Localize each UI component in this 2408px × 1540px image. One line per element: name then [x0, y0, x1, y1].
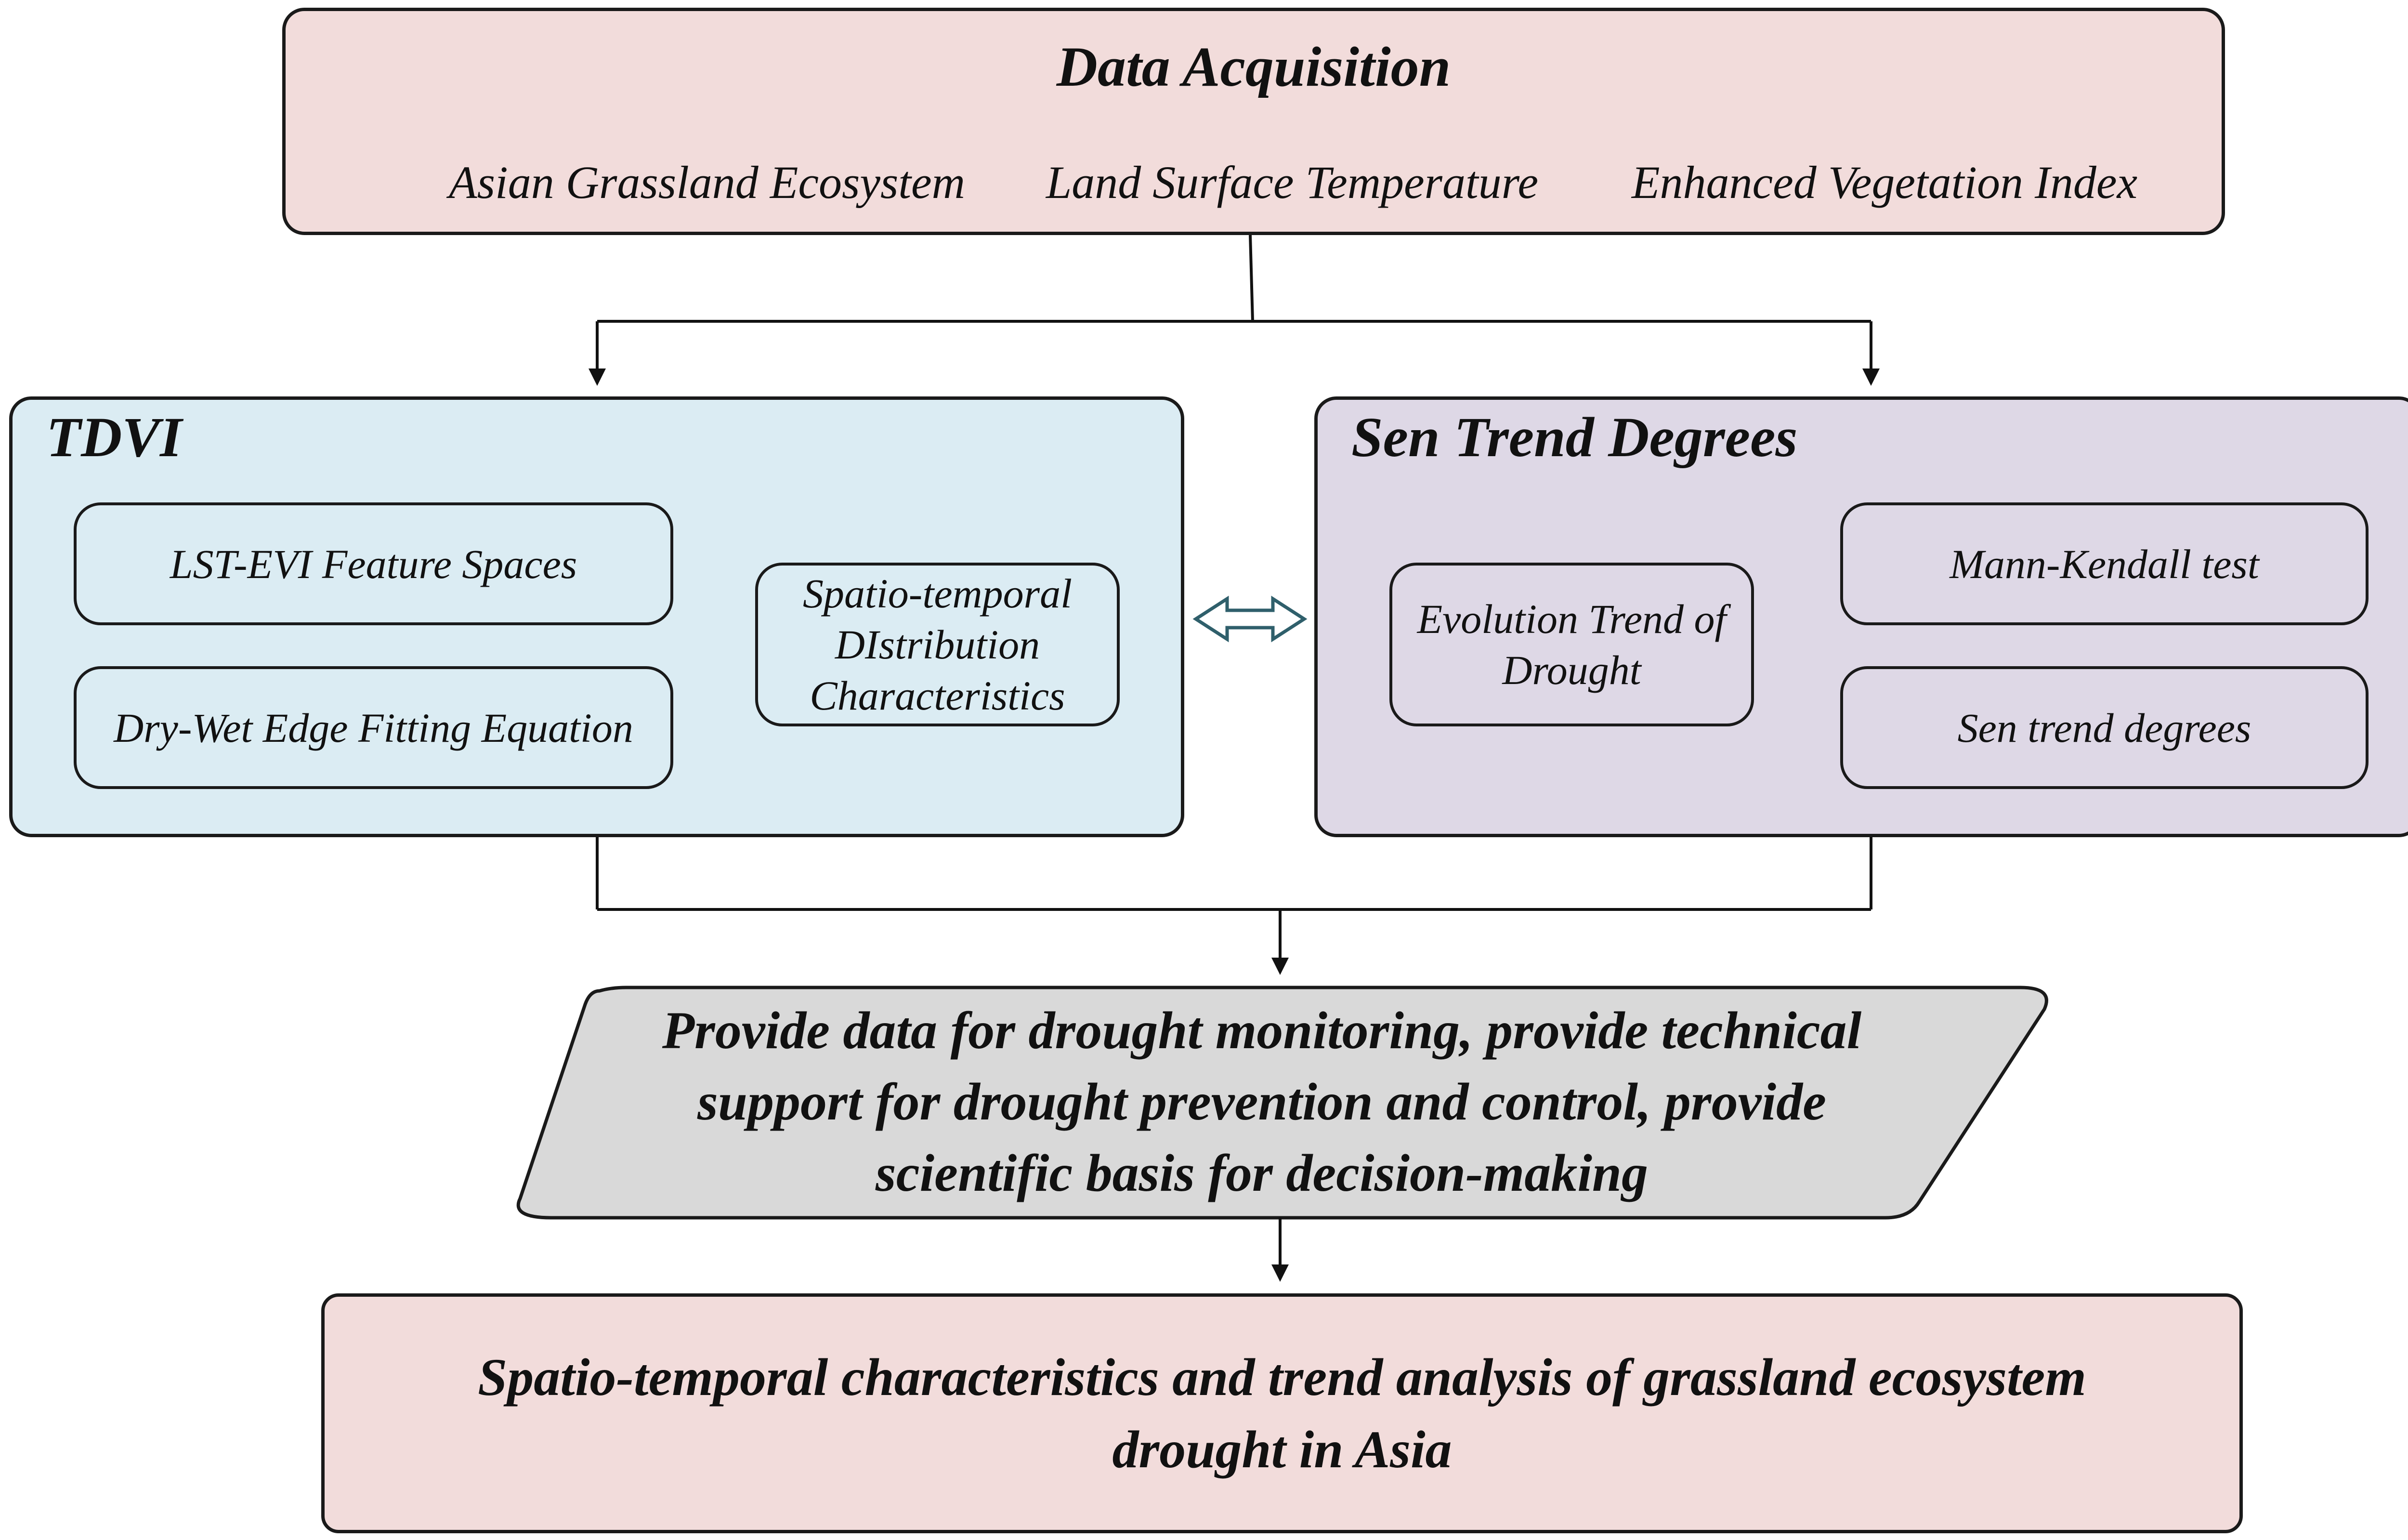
result-line-2: drought in Asia [1112, 1420, 1452, 1479]
connector-top-stem [1249, 235, 1254, 322]
source-grassland: Asian Grassland Ecosystem [449, 157, 965, 208]
evolution-line-2: Drought [1502, 647, 1641, 693]
result-box: Spatio-temporal characteristics and tren… [321, 1293, 2243, 1533]
tdvi-title: TDVI [46, 406, 182, 469]
source-evi: Enhanced Vegetation Index [1631, 157, 2138, 208]
distribution-line-2: DIstribution [835, 621, 1040, 668]
edge-fitting-box: Dry-Wet Edge Fitting Equation [74, 666, 673, 789]
provide-line-3: scientific basis for decision-making [875, 1144, 1649, 1202]
feature-spaces-box: LST-EVI Feature Spaces [74, 502, 673, 625]
provide-line-2: support for drought prevention and contr… [697, 1072, 1826, 1131]
source-lst: Land Surface Temperature [1046, 157, 1539, 208]
sen-trend-box: Sen trend degrees [1840, 666, 2369, 789]
sen-title: Sen Trend Degrees [1351, 406, 1798, 469]
result-line-1: Spatio-temporal characteristics and tren… [478, 1348, 2086, 1407]
distribution-line-3: Characteristics [810, 672, 1065, 719]
evolution-line-1: Evolution Trend of [1417, 596, 1727, 642]
sen-trend-label: Sen trend degrees [1957, 704, 2251, 751]
provide-text: Provide data for drought monitoring, pro… [520, 995, 2003, 1209]
tdvi-panel: TDVI [9, 396, 1184, 837]
distribution-box: Spatio-temporal DIstribution Characteris… [755, 563, 1120, 726]
data-acquisition-title: Data Acquisition [1056, 35, 1451, 98]
data-acquisition-box: Data Acquisition Asian Grassland Ecosyst… [282, 8, 2225, 235]
mann-kendall-box: Mann-Kendall test [1840, 502, 2369, 625]
provide-line-1: Provide data for drought monitoring, pro… [662, 1001, 1862, 1060]
distribution-line-1: Spatio-temporal [803, 570, 1072, 617]
double-arrow-icon [1192, 595, 1308, 643]
evolution-box: Evolution Trend of Drought [1389, 563, 1754, 726]
edge-fitting-label: Dry-Wet Edge Fitting Equation [114, 704, 633, 751]
mann-kendall-label: Mann-Kendall test [1950, 540, 2259, 587]
feature-spaces-label: LST-EVI Feature Spaces [170, 540, 577, 587]
provide-shape [516, 986, 2048, 1220]
